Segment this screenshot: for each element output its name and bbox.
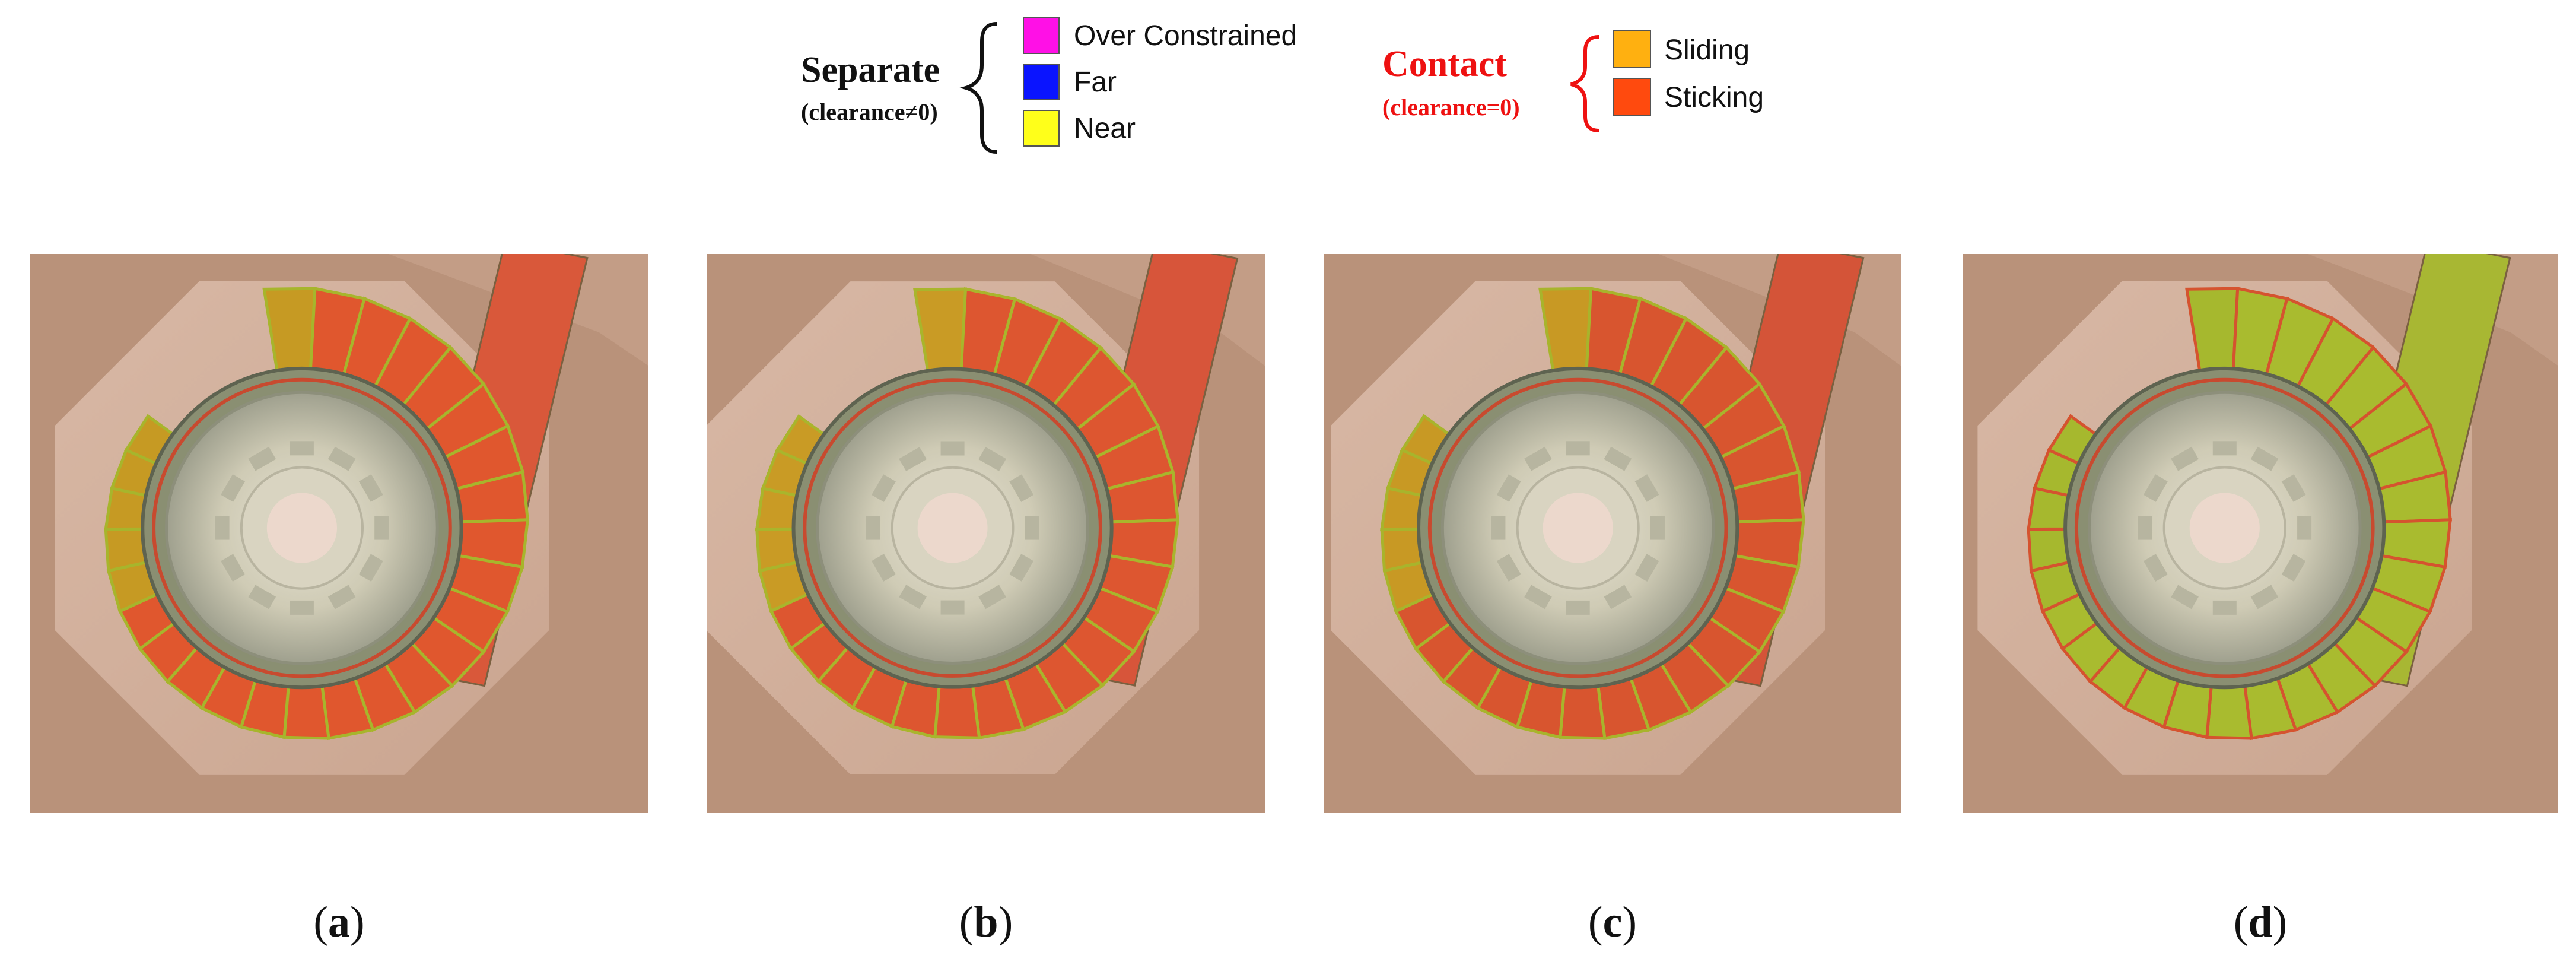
legend-contact-subtitle: (clearance=0) (1382, 94, 1520, 120)
runner-rib (1566, 441, 1590, 456)
spiral-segment (2027, 527, 2071, 573)
runner-rib (358, 474, 383, 502)
runner-rib (248, 446, 276, 471)
legend-separate-brace (959, 22, 997, 154)
runner-rib (2144, 474, 2168, 502)
runner-rib (940, 600, 965, 615)
runner-rib (1634, 474, 1659, 502)
runner-rib (2212, 600, 2237, 615)
runner-rib (2250, 585, 2279, 610)
runner-rib (1604, 585, 1632, 610)
contact-band (2074, 377, 2375, 678)
runner-rib (1604, 446, 1632, 471)
runner-rib (2281, 474, 2306, 502)
runner-rib (1496, 554, 1521, 582)
runner-rib (1025, 516, 1039, 540)
spiral-segment (1380, 527, 1424, 573)
runner-rib (866, 516, 880, 540)
panel-label-c: (c) (1588, 898, 1637, 947)
runner-rib (1491, 516, 1506, 540)
contact-band (803, 378, 1102, 678)
runner-rib (1650, 516, 1665, 540)
hub-center (2189, 493, 2260, 563)
runner-rib (978, 447, 1006, 471)
runner-rib (248, 585, 276, 610)
legend-contact-brace (1570, 35, 1599, 132)
contact-band (152, 377, 452, 678)
panel-label-d: (d) (2234, 898, 2287, 947)
legend-sticking-label: Sticking (1664, 82, 1764, 113)
runner-rib (1524, 585, 1552, 610)
legend-contact-title: Contact (1382, 44, 1507, 84)
hub-center (917, 493, 988, 563)
spiral-segment (282, 684, 330, 740)
spiral-segment (1559, 684, 1607, 740)
runner-rib (899, 447, 927, 471)
spiral-segment (104, 527, 148, 573)
runner-rib (2281, 554, 2306, 582)
legend-contact: Contact (clearance=0) Sliding Sticking (1382, 30, 1764, 132)
panel-d: (d) (1963, 254, 2558, 947)
runner-rib (978, 585, 1006, 610)
runner-rib (2144, 554, 2168, 582)
runner-rib (1524, 446, 1552, 471)
panel-label-b: (b) (959, 898, 1013, 947)
spiral-segment (933, 684, 981, 739)
beam (388, 254, 648, 366)
runner-rib (290, 441, 314, 456)
runner-rib (327, 585, 356, 610)
spiral-segment (2205, 684, 2253, 740)
swatch-sticking (1613, 78, 1651, 116)
panel-b: (b) (707, 254, 1265, 947)
legend-separate-subtitle: (clearance≠0) (801, 99, 938, 125)
contact-band (1427, 377, 1728, 678)
panels: (a) (b) (c) (d) (30, 254, 2558, 947)
runner-rib (2250, 446, 2279, 471)
legend-near-label: Near (1074, 113, 1136, 144)
swatch-near (1023, 110, 1060, 147)
swatch-far (1023, 64, 1060, 100)
swatch-sliding (1613, 30, 1651, 68)
legend-over-constrained-label: Over Constrained (1074, 20, 1297, 52)
runner-rib (1634, 554, 1659, 582)
panel-a: (a) (30, 254, 648, 947)
runner-rib (899, 585, 927, 610)
runner-rib (221, 554, 245, 582)
legend-separate-title: Separate (801, 50, 940, 90)
runner-rib (327, 446, 356, 471)
legend-far-label: Far (1074, 66, 1117, 98)
panel-label-a: (a) (313, 898, 364, 947)
runner-rib (1009, 554, 1034, 582)
runner-rib (2171, 446, 2199, 471)
runner-rib (940, 441, 965, 456)
runner-rib (215, 516, 230, 540)
swatch-over-constrained (1023, 17, 1060, 54)
runner-rib (221, 474, 245, 502)
runner-rib (1566, 600, 1590, 615)
hub-center (266, 493, 338, 563)
panel-c: (c) (1324, 254, 1901, 947)
runner-rib (1009, 474, 1034, 502)
legend-separate: Separate (clearance≠0) Over Constrained … (801, 17, 1297, 154)
runner-rib (2212, 441, 2237, 456)
runner-rib (2171, 585, 2199, 610)
spiral-segment (755, 527, 799, 573)
runner-rib (872, 554, 896, 582)
runner-rib (358, 554, 383, 582)
runner-rib (2297, 516, 2312, 540)
runner-rib (374, 516, 389, 540)
runner-rib (1496, 474, 1521, 502)
runner-rib (872, 474, 896, 502)
hub-center (1543, 493, 1613, 563)
legend-sliding-label: Sliding (1664, 34, 1750, 66)
runner-rib (2138, 516, 2152, 540)
runner-rib (290, 600, 314, 615)
